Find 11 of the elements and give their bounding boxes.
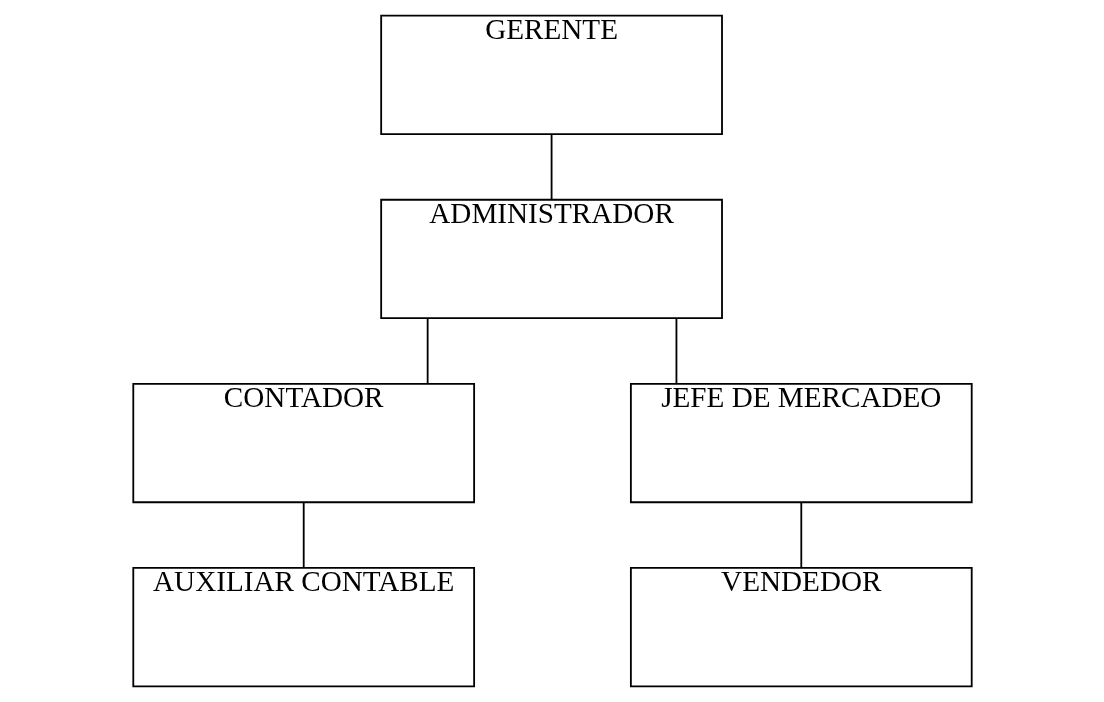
node-box: AUXILIAR CONTABLE (131, 567, 475, 688)
connector (799, 501, 802, 569)
node-box: VENDEDOR (629, 567, 973, 688)
connector (426, 317, 429, 385)
connector (302, 501, 305, 569)
node-box: ADMINISTRADOR (379, 198, 723, 320)
connector (550, 133, 552, 201)
node-box: CONTADOR (131, 382, 475, 504)
connector (675, 317, 677, 385)
node-box: JEFE DE MERCADEO (629, 382, 973, 504)
node-box: GERENTE (379, 14, 723, 135)
